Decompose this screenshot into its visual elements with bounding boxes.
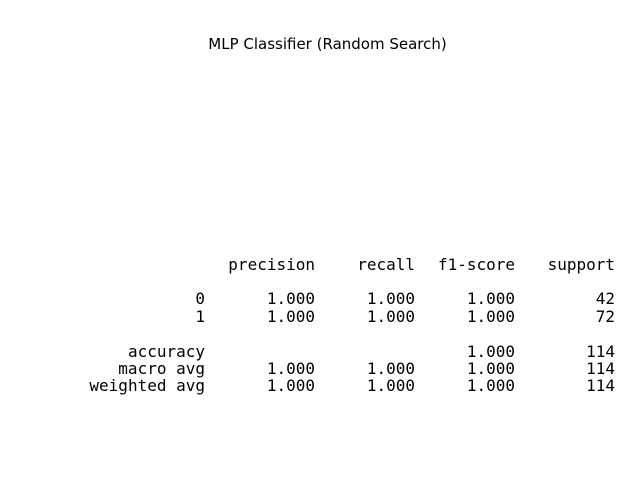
accuracy-label: accuracy [127, 342, 205, 361]
header-recall: recall [357, 255, 415, 274]
macro-avg-f1-score: 1.000 [466, 359, 515, 378]
row-precision: 1.000 [266, 307, 315, 326]
row-label: 0 [195, 289, 205, 308]
weighted-avg-support: 114 [586, 376, 615, 395]
row-recall: 1.000 [366, 289, 415, 308]
weighted-avg-f1-score: 1.000 [466, 376, 515, 395]
row-support: 42 [595, 289, 615, 308]
accuracy-support: 114 [586, 342, 615, 361]
macro-avg-recall: 1.000 [366, 359, 415, 378]
weighted-avg-recall: 1.000 [366, 376, 415, 395]
accuracy-f1-score: 1.000 [466, 342, 515, 361]
header-support: support [547, 255, 615, 274]
header-f1-score: f1-score [437, 255, 515, 274]
row-f1-score: 1.000 [466, 289, 515, 308]
macro-avg-label: macro avg [118, 359, 205, 378]
row-f1-score: 1.000 [466, 307, 515, 326]
row-recall: 1.000 [366, 307, 415, 326]
header-precision: precision [228, 255, 315, 274]
report-title: MLP Classifier (Random Search) [208, 35, 447, 53]
macro-avg-precision: 1.000 [266, 359, 315, 378]
weighted-avg-label: weighted avg [89, 376, 205, 395]
row-label: 1 [195, 307, 205, 326]
macro-avg-support: 114 [586, 359, 615, 378]
weighted-avg-precision: 1.000 [266, 376, 315, 395]
row-precision: 1.000 [266, 289, 315, 308]
row-support: 72 [595, 307, 615, 326]
